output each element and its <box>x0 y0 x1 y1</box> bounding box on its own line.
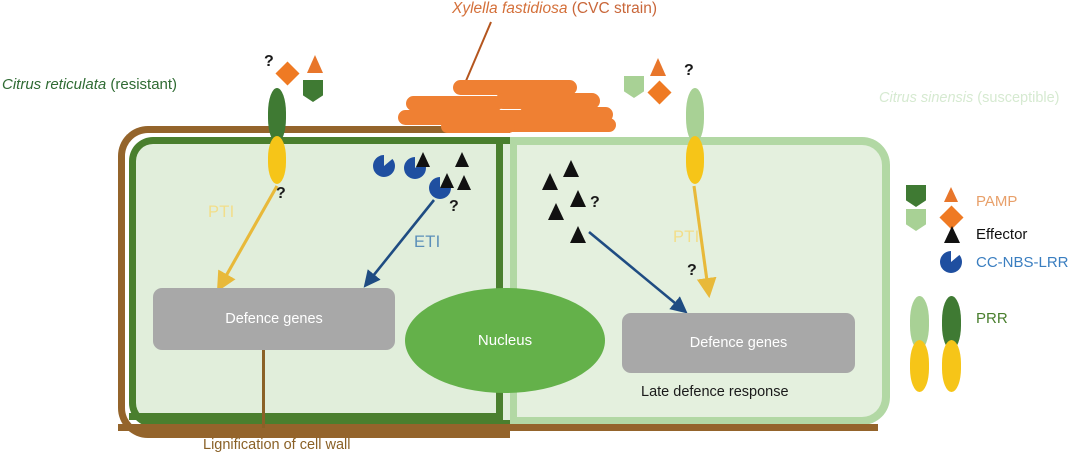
effector-triangle-icon <box>440 173 454 188</box>
bacterium <box>441 120 515 133</box>
effector-triangle-icon <box>457 175 471 190</box>
figure-title: Xylella fastidiosa (CVC strain) <box>452 0 657 18</box>
right-eti-arrow <box>588 230 688 314</box>
title-leader-line <box>461 21 492 89</box>
left-cell-divider-wall <box>496 137 503 427</box>
legend-prr-dark-intracellular-icon <box>942 340 961 392</box>
legend-effector-triangle-icon <box>944 226 960 243</box>
right-defence-genes-box: Defence genes <box>622 313 855 373</box>
right-species-status: (susceptible) <box>973 90 1060 106</box>
left-defence-genes-label: Defence genes <box>225 311 323 327</box>
effector-triangle-icon <box>563 160 579 177</box>
legend-prr-light-intracellular-icon <box>910 340 929 392</box>
left-species-label: Citrus reticulata (resistant) <box>2 76 177 93</box>
left-prr-intracellular-domain <box>268 136 286 184</box>
legend-pamp-shield-light-icon <box>906 209 926 231</box>
effector-triangle-icon <box>416 152 430 167</box>
title-species: Xylella fastidiosa <box>452 0 568 17</box>
left-eti-arrow <box>363 199 436 288</box>
right-pti-arrow <box>692 185 717 299</box>
legend-pamp-shield-dark-icon <box>906 185 926 207</box>
left-eti-question-mark: ? <box>449 198 459 215</box>
lignification-label: Lignification of cell wall <box>203 437 351 453</box>
nucleus-label: Nucleus <box>477 332 533 349</box>
pamp-shield-icon <box>303 80 323 102</box>
left-species-name: Citrus reticulata <box>2 76 107 93</box>
effector-triangle-icon <box>570 226 586 243</box>
left-pti-arrow <box>216 185 279 292</box>
left-prr-extracellular-domain <box>268 88 286 143</box>
right-pti-question-mark: ? <box>687 262 697 279</box>
pamp-triangle-icon <box>650 58 666 76</box>
left-species-status: (resistant) <box>106 76 178 93</box>
effector-triangle-icon <box>542 173 558 190</box>
right-defence-genes-label: Defence genes <box>689 335 788 351</box>
right-prr-extracellular-domain <box>686 88 704 143</box>
right-eti-question-mark: ? <box>590 194 600 211</box>
left-cell-lignified-wall <box>118 126 510 438</box>
effector-triangle-icon <box>455 152 469 167</box>
right-cell-divider-wall <box>509 137 517 425</box>
late-defence-response-label: Late defence response <box>641 384 789 400</box>
bacterium <box>406 96 503 111</box>
right-prr-intracellular-domain <box>686 136 704 184</box>
left-eti-label: ETI <box>414 233 441 251</box>
effector-triangle-icon <box>570 190 586 207</box>
right-species-name: Citrus sinensis <box>879 90 974 106</box>
bacterium <box>495 93 600 109</box>
legend-prr-light-extracellular-icon <box>910 296 929 350</box>
legend-prr-dark-extracellular-icon <box>942 296 961 350</box>
lignified-bottom-wall <box>118 424 878 431</box>
legend-label-prr: PRR <box>976 310 1008 327</box>
title-strain: (CVC strain) <box>567 0 658 17</box>
legend-pamp-triangle-icon <box>944 187 958 202</box>
left-pti-label: PTI <box>208 203 235 221</box>
bacterium <box>453 80 577 95</box>
bacterium <box>505 118 616 132</box>
pamp-diamond-icon <box>275 61 300 86</box>
pamp-diamond-icon <box>647 80 672 105</box>
nucleus: Nucleus <box>405 288 605 393</box>
legend-cc-nbs-lrr-icon <box>940 251 962 273</box>
effector-triangle-icon <box>548 203 564 220</box>
legend-label-effector: Effector <box>976 226 1028 243</box>
right-pamp-question-mark: ? <box>684 62 694 79</box>
lignified-bottom-wall-inner <box>129 413 503 420</box>
right-pti-label: PTI <box>673 228 700 246</box>
pamp-triangle-icon <box>307 55 323 73</box>
legend-label-pamp: PAMP <box>976 193 1018 210</box>
left-pamp-question-mark: ? <box>264 53 274 70</box>
lignification-connector <box>262 350 265 428</box>
left-pti-question-mark: ? <box>276 185 286 202</box>
right-species-label: Citrus sinensis (susceptible) <box>879 90 1060 106</box>
left-defence-genes-box: Defence genes <box>153 288 395 350</box>
pamp-shield-icon <box>624 76 644 98</box>
legend-label-cc-nbs-lrr: CC-NBS-LRR <box>976 254 1069 271</box>
